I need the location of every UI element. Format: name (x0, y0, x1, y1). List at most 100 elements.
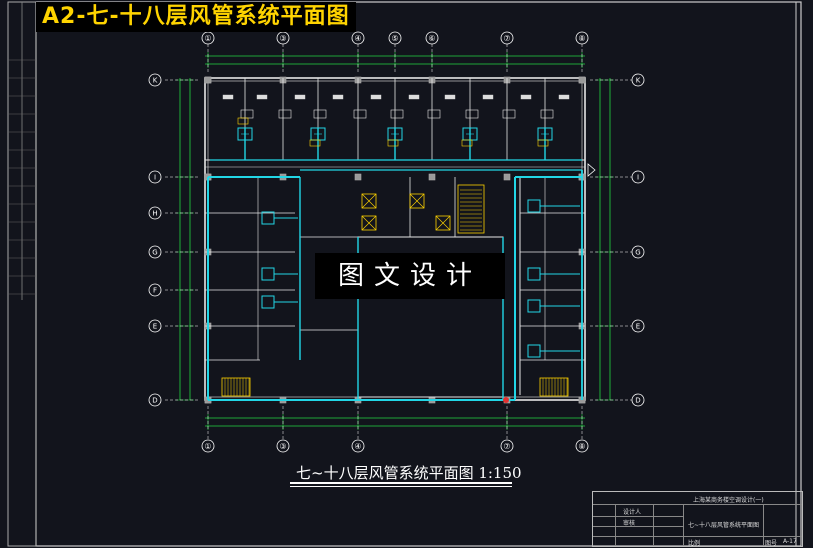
axis-label-left: D (152, 397, 157, 405)
room-label (520, 94, 532, 100)
axis-bubble-left (148, 283, 162, 297)
axis-bubble-right (631, 245, 645, 259)
fan-coil-unit (261, 295, 275, 309)
air-diffuser (309, 139, 321, 147)
column (204, 76, 212, 84)
fan-coil-unit (527, 299, 541, 313)
column (578, 76, 586, 84)
fan-coil-unit (527, 199, 541, 213)
corner-stair (539, 377, 569, 397)
title-block-label-number: 图号 (765, 540, 778, 547)
axis-bubble-right (631, 73, 645, 87)
axis-label-right: K (636, 77, 641, 85)
air-diffuser (387, 139, 399, 147)
axis-label-left: F (153, 287, 157, 295)
elevator-cross (361, 215, 377, 231)
elevator-cross (435, 215, 451, 231)
axis-bubble-left (148, 170, 162, 184)
room-label (222, 94, 234, 100)
room-label (332, 94, 344, 100)
air-diffuser (537, 139, 549, 147)
fan-coil-unit (527, 344, 541, 358)
column (428, 173, 436, 181)
elevator-shaft (435, 215, 451, 231)
room-label (558, 94, 570, 100)
fire-damper-marker (503, 397, 509, 403)
elevator-cross (361, 193, 377, 209)
axis-label-bottom: ③ (279, 442, 286, 451)
axis-bubble-top (351, 31, 365, 45)
door-symbol (313, 109, 327, 119)
axis-bubble-left (148, 206, 162, 220)
title-block-sheet: A-17 (783, 538, 797, 545)
title-block: 上海某商务楼空调设计(一) 七~十八层风管系统平面图 设计人 审核 比例 图号 … (592, 491, 803, 547)
door-symbol (240, 109, 254, 119)
axis-label-bottom: ⑧ (578, 442, 585, 451)
room-label (256, 94, 268, 100)
axis-bubble-right (631, 170, 645, 184)
axis-label-top: ③ (279, 34, 286, 43)
axis-bubble-right (631, 319, 645, 333)
title-block-project: 上海某商务楼空调设计(一) (693, 497, 764, 504)
title-block-label-review: 审核 (623, 520, 636, 527)
plan-caption: 七~十八层风管系统平面图 1:150 (296, 464, 522, 482)
axis-label-bottom: ⑦ (503, 442, 510, 451)
door-symbol (465, 109, 479, 119)
axis-bubble-right (631, 393, 645, 407)
axis-label-top: ④ (354, 34, 361, 43)
elevator-shaft (409, 193, 425, 209)
axis-bubble-top (575, 31, 589, 45)
fan-coil-unit (261, 211, 275, 225)
corner-stair (221, 377, 251, 397)
caption-underline-thin (290, 486, 512, 487)
room-label (294, 94, 306, 100)
axis-bubble-left (148, 393, 162, 407)
room-label (408, 94, 420, 100)
axis-label-left: G (152, 249, 157, 257)
drawing-title-banner: A2-七-十八层风管系统平面图 (36, 2, 356, 32)
axis-label-top: ⑦ (503, 34, 510, 43)
axis-label-right: I (637, 174, 639, 182)
axis-label-bottom: ④ (354, 442, 361, 451)
column (503, 173, 511, 181)
elevator-shaft (361, 193, 377, 209)
caption-underline (290, 482, 512, 484)
axis-bubble-bottom (575, 439, 589, 453)
axis-label-top: ⑧ (578, 34, 585, 43)
exhaust-arrow (587, 163, 596, 177)
axis-label-right: G (635, 249, 640, 257)
axis-bubble-bottom (276, 439, 290, 453)
axis-bubble-left (148, 319, 162, 333)
fan-coil-unit (237, 127, 253, 141)
axis-bubble-left (148, 73, 162, 87)
fan-coil-unit (527, 267, 541, 281)
axis-label-bottom: ① (204, 442, 211, 451)
axis-bubble-bottom (351, 439, 365, 453)
axis-bubble-left (148, 245, 162, 259)
door-symbol (390, 109, 404, 119)
axis-bubble-bottom (201, 439, 215, 453)
door-symbol (278, 109, 292, 119)
room-label (482, 94, 494, 100)
axis-bubble-top (201, 31, 215, 45)
door-symbol (427, 109, 441, 119)
fan-coil-unit (261, 267, 275, 281)
axis-bubble-top (276, 31, 290, 45)
title-block-drawing-name: 七~十八层风管系统平面图 (688, 522, 760, 529)
axis-label-top: ⑤ (391, 34, 398, 43)
room-label (370, 94, 382, 100)
axis-label-right: E (636, 323, 640, 331)
room-label (444, 94, 456, 100)
axis-bubble-top (388, 31, 402, 45)
axis-label-right: D (635, 397, 640, 405)
elevator-shaft (361, 215, 377, 231)
axis-label-top: ⑥ (428, 34, 435, 43)
axis-bubble-bottom (500, 439, 514, 453)
door-symbol (353, 109, 367, 119)
axis-label-left: I (154, 174, 156, 182)
door-symbol (540, 109, 554, 119)
axis-bubble-top (500, 31, 514, 45)
axis-label-left: H (152, 210, 157, 218)
